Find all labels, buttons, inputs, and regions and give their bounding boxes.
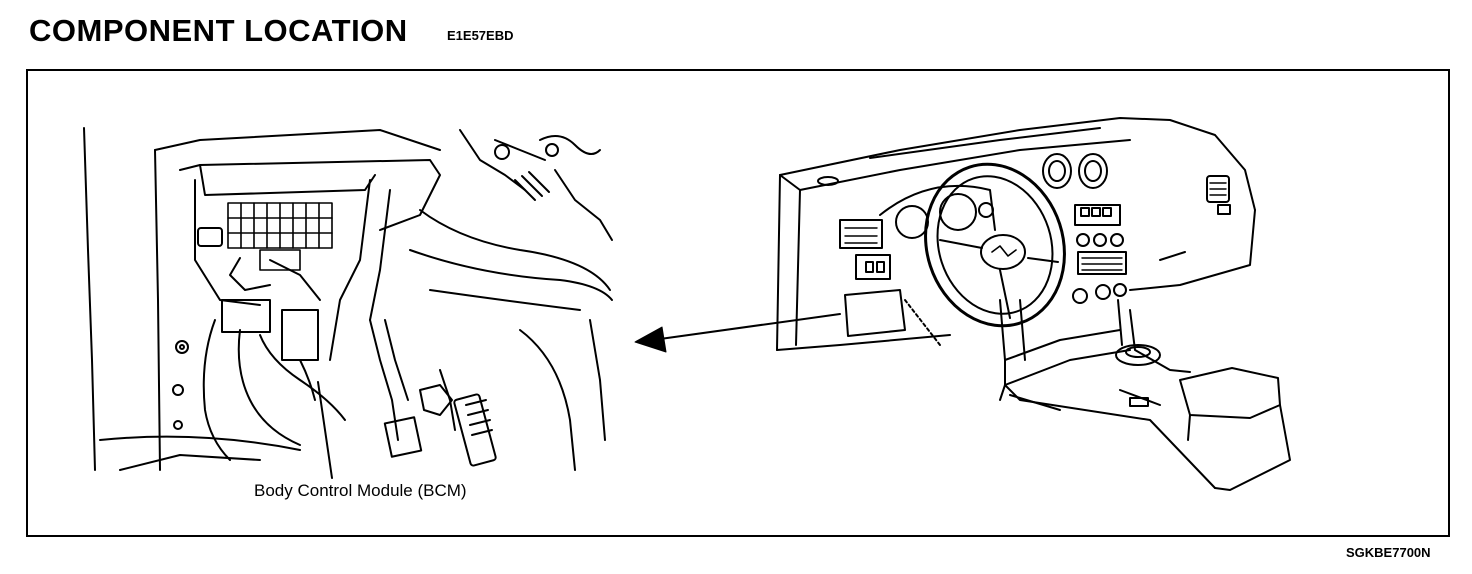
page-title: COMPONENT LOCATION <box>29 13 408 48</box>
dashboard-illustration <box>776 117 1291 491</box>
figure-frame <box>26 69 1450 537</box>
figure-code: SGKBE7700N <box>1346 545 1431 560</box>
under-dash-bcm-illustration <box>83 127 613 479</box>
bcm-callout-label: Body Control Module (BCM) <box>254 481 467 500</box>
document-code: E1E57EBD <box>447 28 514 43</box>
arrow-left-icon <box>634 313 841 353</box>
